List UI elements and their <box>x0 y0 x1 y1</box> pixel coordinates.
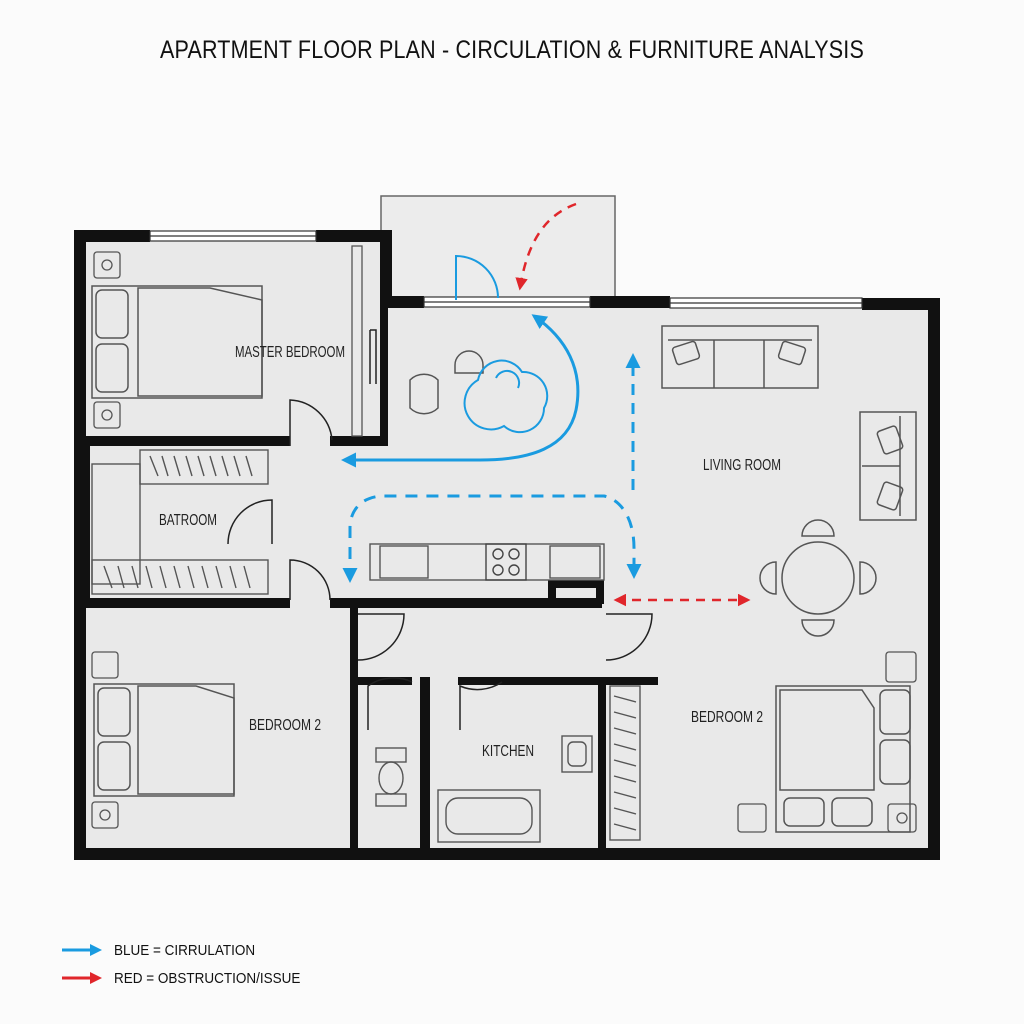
legend-item-obstruction: RED = OBSTRUCTION/ISSUE <box>60 964 321 992</box>
lamp-icon <box>93 251 121 429</box>
room-label-kitchen: KITCHEN <box>482 743 534 760</box>
room-label-master-bedroom: MASTER BEDROOM <box>235 344 345 361</box>
balcony-door-icon <box>455 254 499 300</box>
circulation-path <box>342 494 642 583</box>
circulation-paths <box>341 314 642 583</box>
bed-icon <box>93 683 235 797</box>
bed-icon <box>91 285 263 399</box>
legend: BLUE = CIRRULATION RED = OBSTRUCTION/ISS… <box>60 936 321 992</box>
floor-area <box>80 195 932 855</box>
circulation-path <box>341 314 580 468</box>
dining-table-icon <box>759 519 877 637</box>
legend-item-circulation: BLUE = CIRRULATION <box>60 936 321 964</box>
lamp-icon <box>737 651 917 833</box>
sink-icon <box>561 735 593 773</box>
blue-arrow-icon <box>62 944 102 956</box>
windows <box>149 230 863 309</box>
page-title: APARTMENT FLOOR PLAN - CIRCULATION & FUR… <box>160 36 864 64</box>
legend-label-circulation: BLUE = CIRRULATION <box>114 941 256 959</box>
obstruction-paths <box>515 202 751 607</box>
exterior-walls <box>74 230 940 860</box>
bed-icon <box>775 685 911 833</box>
bathtub-icon <box>437 789 541 843</box>
balcony <box>380 195 616 303</box>
room-label-bedroom-2-left: BEDROOM 2 <box>249 717 321 734</box>
red-arrow-icon <box>62 972 102 984</box>
wardrobe-icon <box>609 685 641 841</box>
sofa-icon <box>661 325 917 521</box>
room-label-bedroom-2-right: BEDROOM 2 <box>691 709 763 726</box>
toilet-icon <box>375 747 407 807</box>
lamp-icon <box>91 651 119 829</box>
room-label-bathroom: BATROOM <box>159 512 217 529</box>
legend-label-obstruction: RED = OBSTRUCTION/ISSUE <box>114 969 301 987</box>
room-label-living-room: LIVING ROOM <box>703 457 781 474</box>
vanity-icon <box>91 449 269 595</box>
